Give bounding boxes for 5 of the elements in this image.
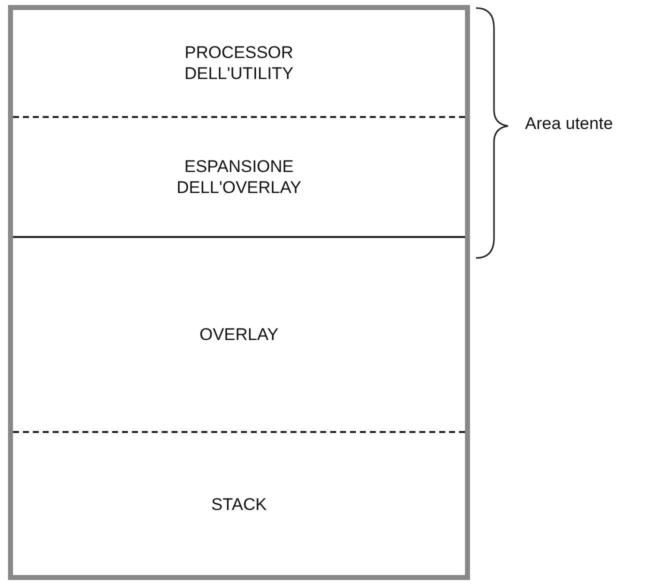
memory-region: OVERLAY [13, 238, 465, 433]
memory-region: ESPANSIONE DELL'OVERLAY [13, 118, 465, 238]
region-caption: Area utente [525, 114, 613, 134]
memory-region: STACK [13, 433, 465, 575]
memory-region: PROCESSOR DELL'UTILITY [13, 10, 465, 118]
